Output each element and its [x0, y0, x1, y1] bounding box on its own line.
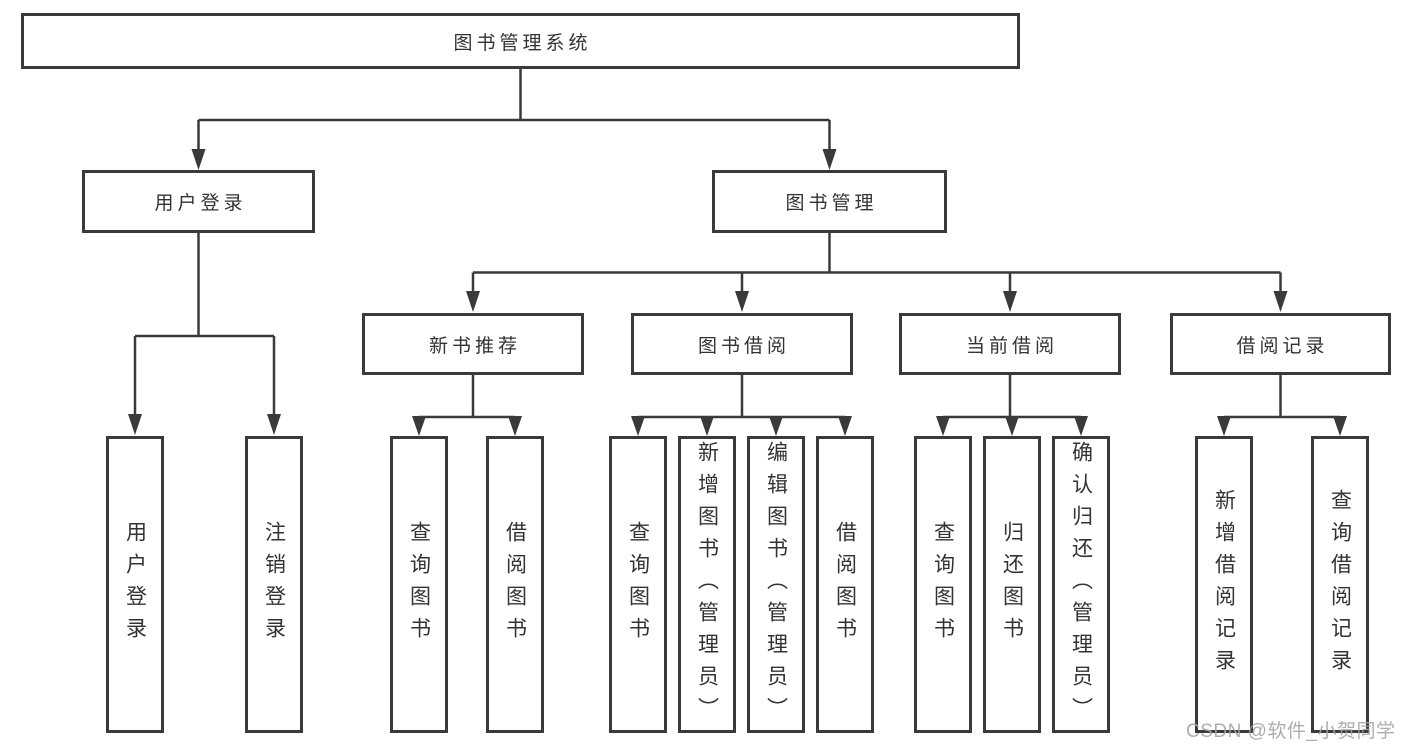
node-label: 图书管理 [785, 193, 878, 214]
connector-book-borrow-to-leaves [638, 375, 845, 419]
arrowhead-icon [191, 149, 837, 170]
node-root-system: 图书管理系统 [21, 13, 1020, 69]
node-leaf-query-book-current: 查询图书 [914, 436, 972, 733]
node-label: 查询借阅记录 [1328, 488, 1352, 681]
node-label: 归还图书 [1000, 520, 1024, 649]
node-label: 借阅记录 [1236, 335, 1329, 357]
node-leaf-user-login: 用户登录 [106, 436, 164, 733]
arrowhead-icon [412, 416, 522, 436]
node-label: 查询图书 [931, 520, 955, 649]
connector-user-login-to-leaves [133, 233, 276, 416]
node-leaf-return-book: 归还图书 [983, 436, 1041, 733]
connector-new-book-recommend-to-leaves [417, 375, 517, 419]
arrowhead-icon [128, 414, 281, 435]
node-leaf-borrow-book-recommend: 借阅图书 [486, 436, 544, 733]
node-new-book-recommend: 新书推荐 [362, 313, 584, 375]
node-label: 确认归还（管理员） [1069, 440, 1093, 729]
node-leaf-borrow-book: 借阅图书 [816, 436, 874, 733]
node-label: 用户登录 [154, 193, 247, 214]
arrowhead-icon [1217, 416, 1347, 436]
node-borrow-record: 借阅记录 [1170, 313, 1391, 375]
node-user-login-group: 用户登录 [82, 170, 315, 233]
connector-borrow-record-to-leaves [1224, 375, 1340, 419]
node-label: 借阅图书 [503, 520, 527, 649]
node-label: 当前借阅 [965, 335, 1058, 357]
node-label: 借阅图书 [833, 520, 857, 649]
node-label: 新书推荐 [428, 335, 521, 357]
node-book-borrow: 图书借阅 [631, 313, 853, 375]
node-label: 新增图书（管理员） [695, 440, 719, 729]
node-leaf-query-book-recommend: 查询图书 [390, 436, 448, 733]
node-label: 图书借阅 [697, 335, 790, 357]
node-leaf-confirm-return-admin: 确认归还（管理员） [1052, 436, 1110, 733]
connector-root-to-level2 [197, 69, 831, 151]
node-label: 查询图书 [407, 520, 431, 649]
node-leaf-query-borrow-record: 查询借阅记录 [1311, 436, 1369, 733]
node-leaf-edit-book-admin: 编辑图书（管理员） [747, 436, 805, 733]
connector-current-borrow-to-leaves [943, 375, 1081, 419]
node-book-management-group: 图书管理 [712, 170, 947, 233]
node-leaf-add-book-admin: 新增图书（管理员） [678, 436, 736, 733]
node-leaf-logout: 注销登录 [245, 436, 303, 733]
node-label: 用户登录 [123, 520, 147, 649]
node-label: 新增借阅记录 [1212, 488, 1236, 681]
node-label: 图书管理系统 [453, 32, 592, 54]
arrowhead-icon [936, 416, 1088, 436]
csdn-watermark: CSDN @软件_小贺同学 [1186, 721, 1396, 742]
node-label: 查询图书 [626, 520, 650, 649]
node-leaf-query-book-borrow: 查询图书 [609, 436, 667, 733]
arrowhead-icon [466, 291, 1288, 312]
connector-book-management-to-level3 [471, 233, 1282, 292]
node-current-borrow: 当前借阅 [899, 313, 1121, 375]
node-leaf-add-borrow-record: 新增借阅记录 [1195, 436, 1253, 733]
node-label: 编辑图书（管理员） [764, 440, 788, 729]
arrowhead-icon [631, 416, 852, 436]
node-label: 注销登录 [262, 520, 286, 649]
